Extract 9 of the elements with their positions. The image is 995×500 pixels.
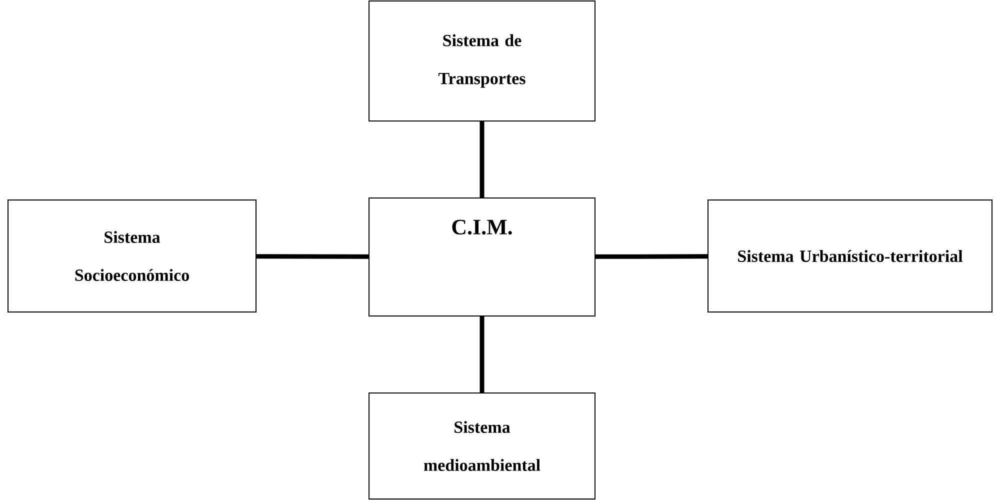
- system-box: Sistema Socioeconómico: [8, 200, 256, 312]
- system-box: Sistema de Transportes: [368, 0, 596, 122]
- center-box: C.I.M.: [368, 198, 596, 316]
- connector-line: [596, 254, 708, 259]
- system-box: Sistema medioambiental: [368, 392, 596, 500]
- connector-line: [480, 316, 484, 392]
- system-box: Sistema Urbanístico-territorial: [708, 200, 992, 312]
- connector-line: [480, 122, 484, 198]
- connector-line: [256, 254, 369, 259]
